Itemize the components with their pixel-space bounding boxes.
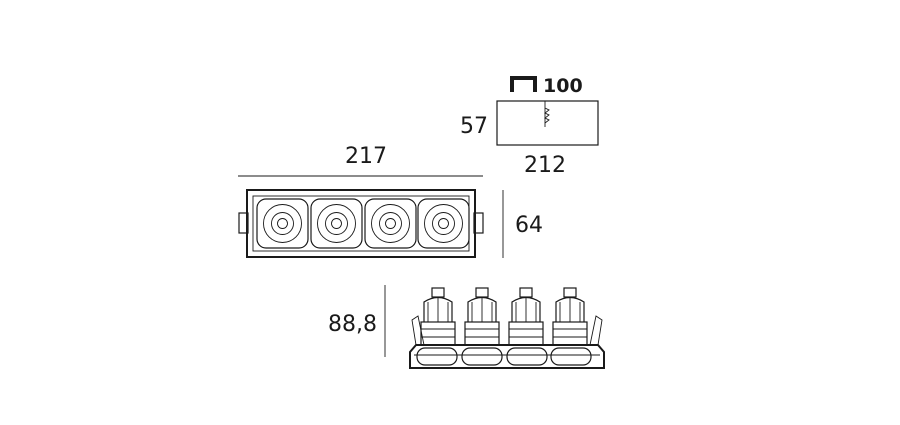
frame-outer xyxy=(246,189,476,258)
side-view: 88,8 xyxy=(328,285,605,369)
cutout-depth-label: 57 xyxy=(460,114,488,139)
heatsink-3 xyxy=(508,287,544,346)
cutout-size-label: 100 xyxy=(543,75,583,97)
side-clip-right xyxy=(589,315,603,346)
side-clip-left xyxy=(411,315,425,346)
cutout-rectangle xyxy=(496,100,599,146)
cutout-detail: 100 57 212 xyxy=(460,75,599,178)
total-height-label: 88,8 xyxy=(328,312,377,337)
lens-module-1 xyxy=(256,198,309,249)
front-view: 217 64 xyxy=(238,144,543,258)
length-label: 217 xyxy=(345,144,387,169)
heatsink-1 xyxy=(420,287,456,346)
lens-module-3 xyxy=(364,198,417,249)
heatsink-4 xyxy=(552,287,588,346)
side-lenses xyxy=(416,347,592,366)
cutout-icon xyxy=(510,76,537,92)
heatsink-2 xyxy=(464,287,500,346)
height-label: 64 xyxy=(515,213,543,238)
cutout-width-label: 212 xyxy=(524,153,566,178)
lens-module-2 xyxy=(310,198,363,249)
lens-module-4 xyxy=(417,198,470,249)
spring-clip-icon xyxy=(544,101,550,127)
